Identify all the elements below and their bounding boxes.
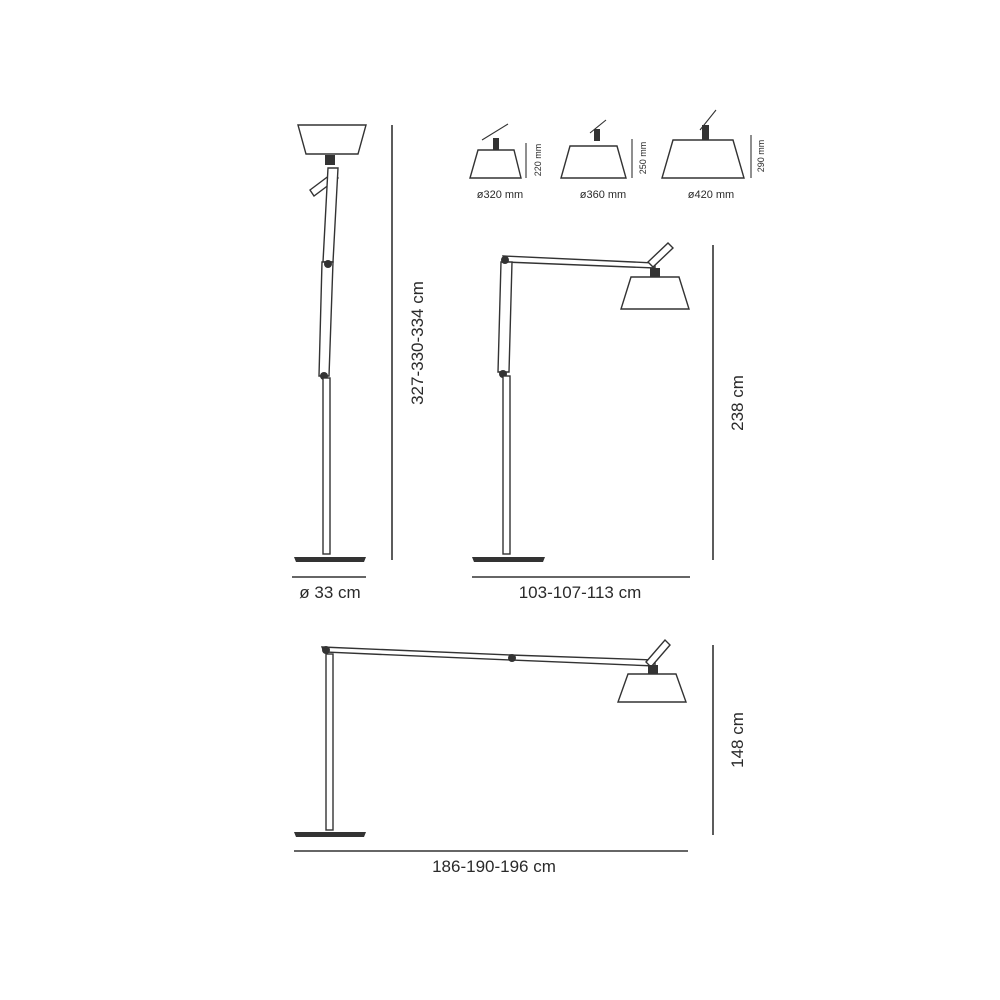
medium-horizontal-arm bbox=[502, 255, 656, 269]
extended-base bbox=[294, 832, 366, 837]
upright-base bbox=[294, 557, 366, 562]
extended-reach-label: 186-190-196 cm bbox=[432, 857, 556, 876]
shade-variant-320: 220 mm ø320 mm bbox=[469, 123, 543, 201]
extended-lamp-figure: 148 cm 186-190-196 cm bbox=[294, 638, 747, 876]
extended-shade bbox=[617, 673, 687, 703]
medium-reach-label: 103-107-113 cm bbox=[519, 583, 642, 602]
shade-variant-360-diameter: ø360 mm bbox=[580, 189, 626, 201]
shade-variant-320-height: 220 mm bbox=[533, 144, 543, 177]
extended-inner-arm bbox=[320, 646, 511, 661]
shade-variant-420-diameter: ø420 mm bbox=[688, 189, 734, 201]
medium-height-label: 238 cm bbox=[728, 375, 747, 431]
extended-height-label: 148 cm bbox=[728, 712, 747, 768]
shade-variant-420-height: 290 mm bbox=[756, 140, 766, 173]
upright-shade-socket bbox=[325, 155, 335, 165]
upright-shade bbox=[297, 124, 367, 155]
upright-lamp-figure: 327-330-334 cm ø 33 cm bbox=[292, 124, 427, 602]
medium-upper-arm bbox=[497, 261, 513, 373]
medium-lamp-figure: 238 cm 103-107-113 cm bbox=[472, 242, 747, 602]
upright-stem bbox=[322, 377, 331, 555]
shade-variant-360-height: 250 mm bbox=[638, 142, 648, 175]
shade-variant-320-diameter: ø320 mm bbox=[477, 189, 523, 201]
extended-stem bbox=[325, 653, 334, 831]
extended-handle bbox=[645, 638, 671, 669]
shade-variant-360: 250 mm ø360 mm bbox=[560, 119, 648, 201]
shade-variant-420: 290 mm ø420 mm bbox=[661, 109, 766, 201]
upright-height-label: 327-330-334 cm bbox=[408, 281, 427, 405]
upright-base-label: ø 33 cm bbox=[299, 583, 360, 602]
medium-base bbox=[472, 557, 545, 562]
medium-shade bbox=[620, 276, 690, 310]
medium-stem bbox=[502, 375, 511, 555]
extended-outer-arm bbox=[509, 654, 656, 667]
shade-variants: 220 mm ø320 mm 250 mm ø360 mm 290 mm ø42… bbox=[469, 109, 766, 201]
upright-lower-arm bbox=[318, 261, 334, 377]
medium-handle bbox=[646, 242, 675, 268]
